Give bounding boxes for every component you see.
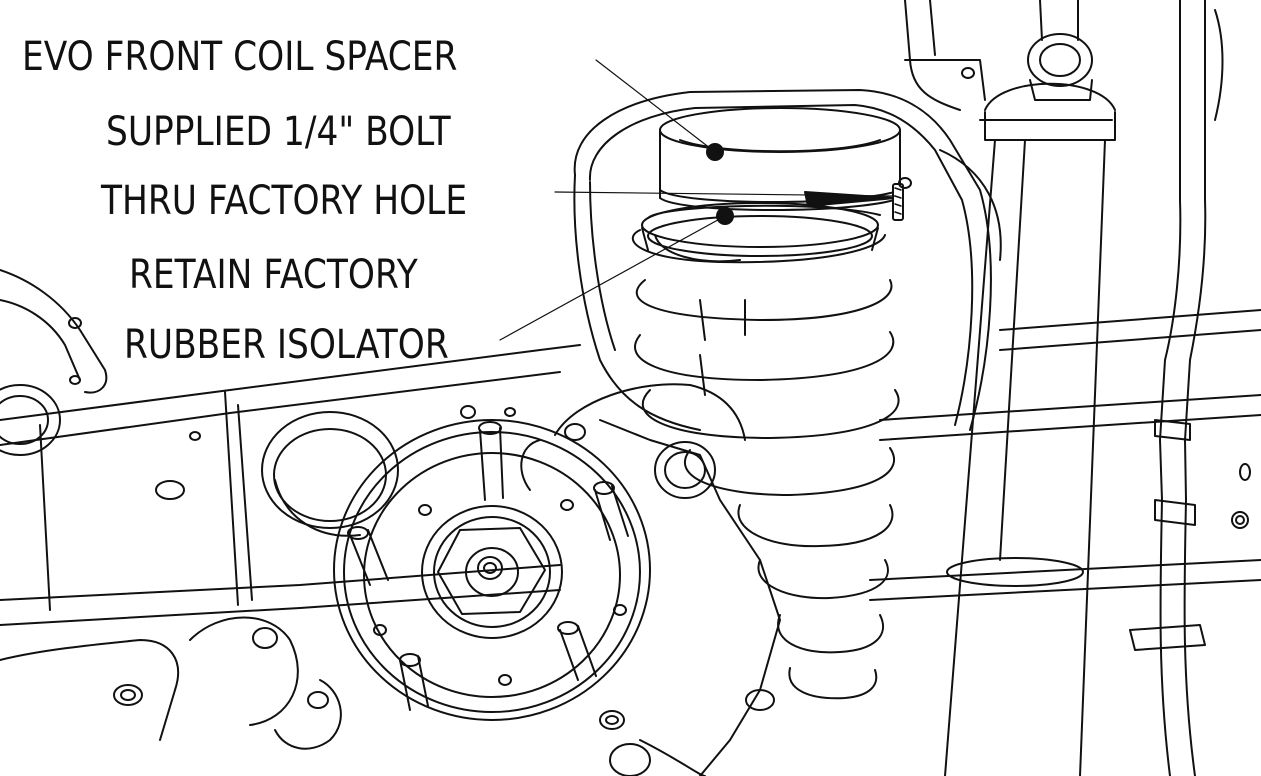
- upper-mount-tower: [904, 0, 986, 111]
- leader-lines: [499, 59, 896, 341]
- coil-spacer: [659, 107, 901, 211]
- left-bracket: [0, 269, 299, 741]
- label-supplied-bolt: SUPPLIED 1/4" BOLT: [106, 109, 451, 155]
- label-rubber-isolator: RUBBER ISOLATOR: [124, 322, 449, 368]
- coil-spring: [631, 204, 900, 700]
- shock-absorber: [944, 0, 1116, 776]
- label-retain-factory: RETAIN FACTORY: [129, 252, 418, 298]
- leader-dots: [706, 143, 734, 225]
- rubber-isolator: [641, 202, 879, 257]
- wheel-hub: [333, 405, 651, 721]
- label-evo-front-coil-spacer: EVO FRONT COIL SPACER: [22, 34, 458, 80]
- upper-control-arm: [573, 89, 1002, 431]
- frame-rail: [0, 309, 1261, 626]
- label-thru-factory-hole: THRU FACTORY HOLE: [101, 178, 468, 224]
- frame-opening: [261, 411, 399, 537]
- brake-line: [1129, 0, 1249, 776]
